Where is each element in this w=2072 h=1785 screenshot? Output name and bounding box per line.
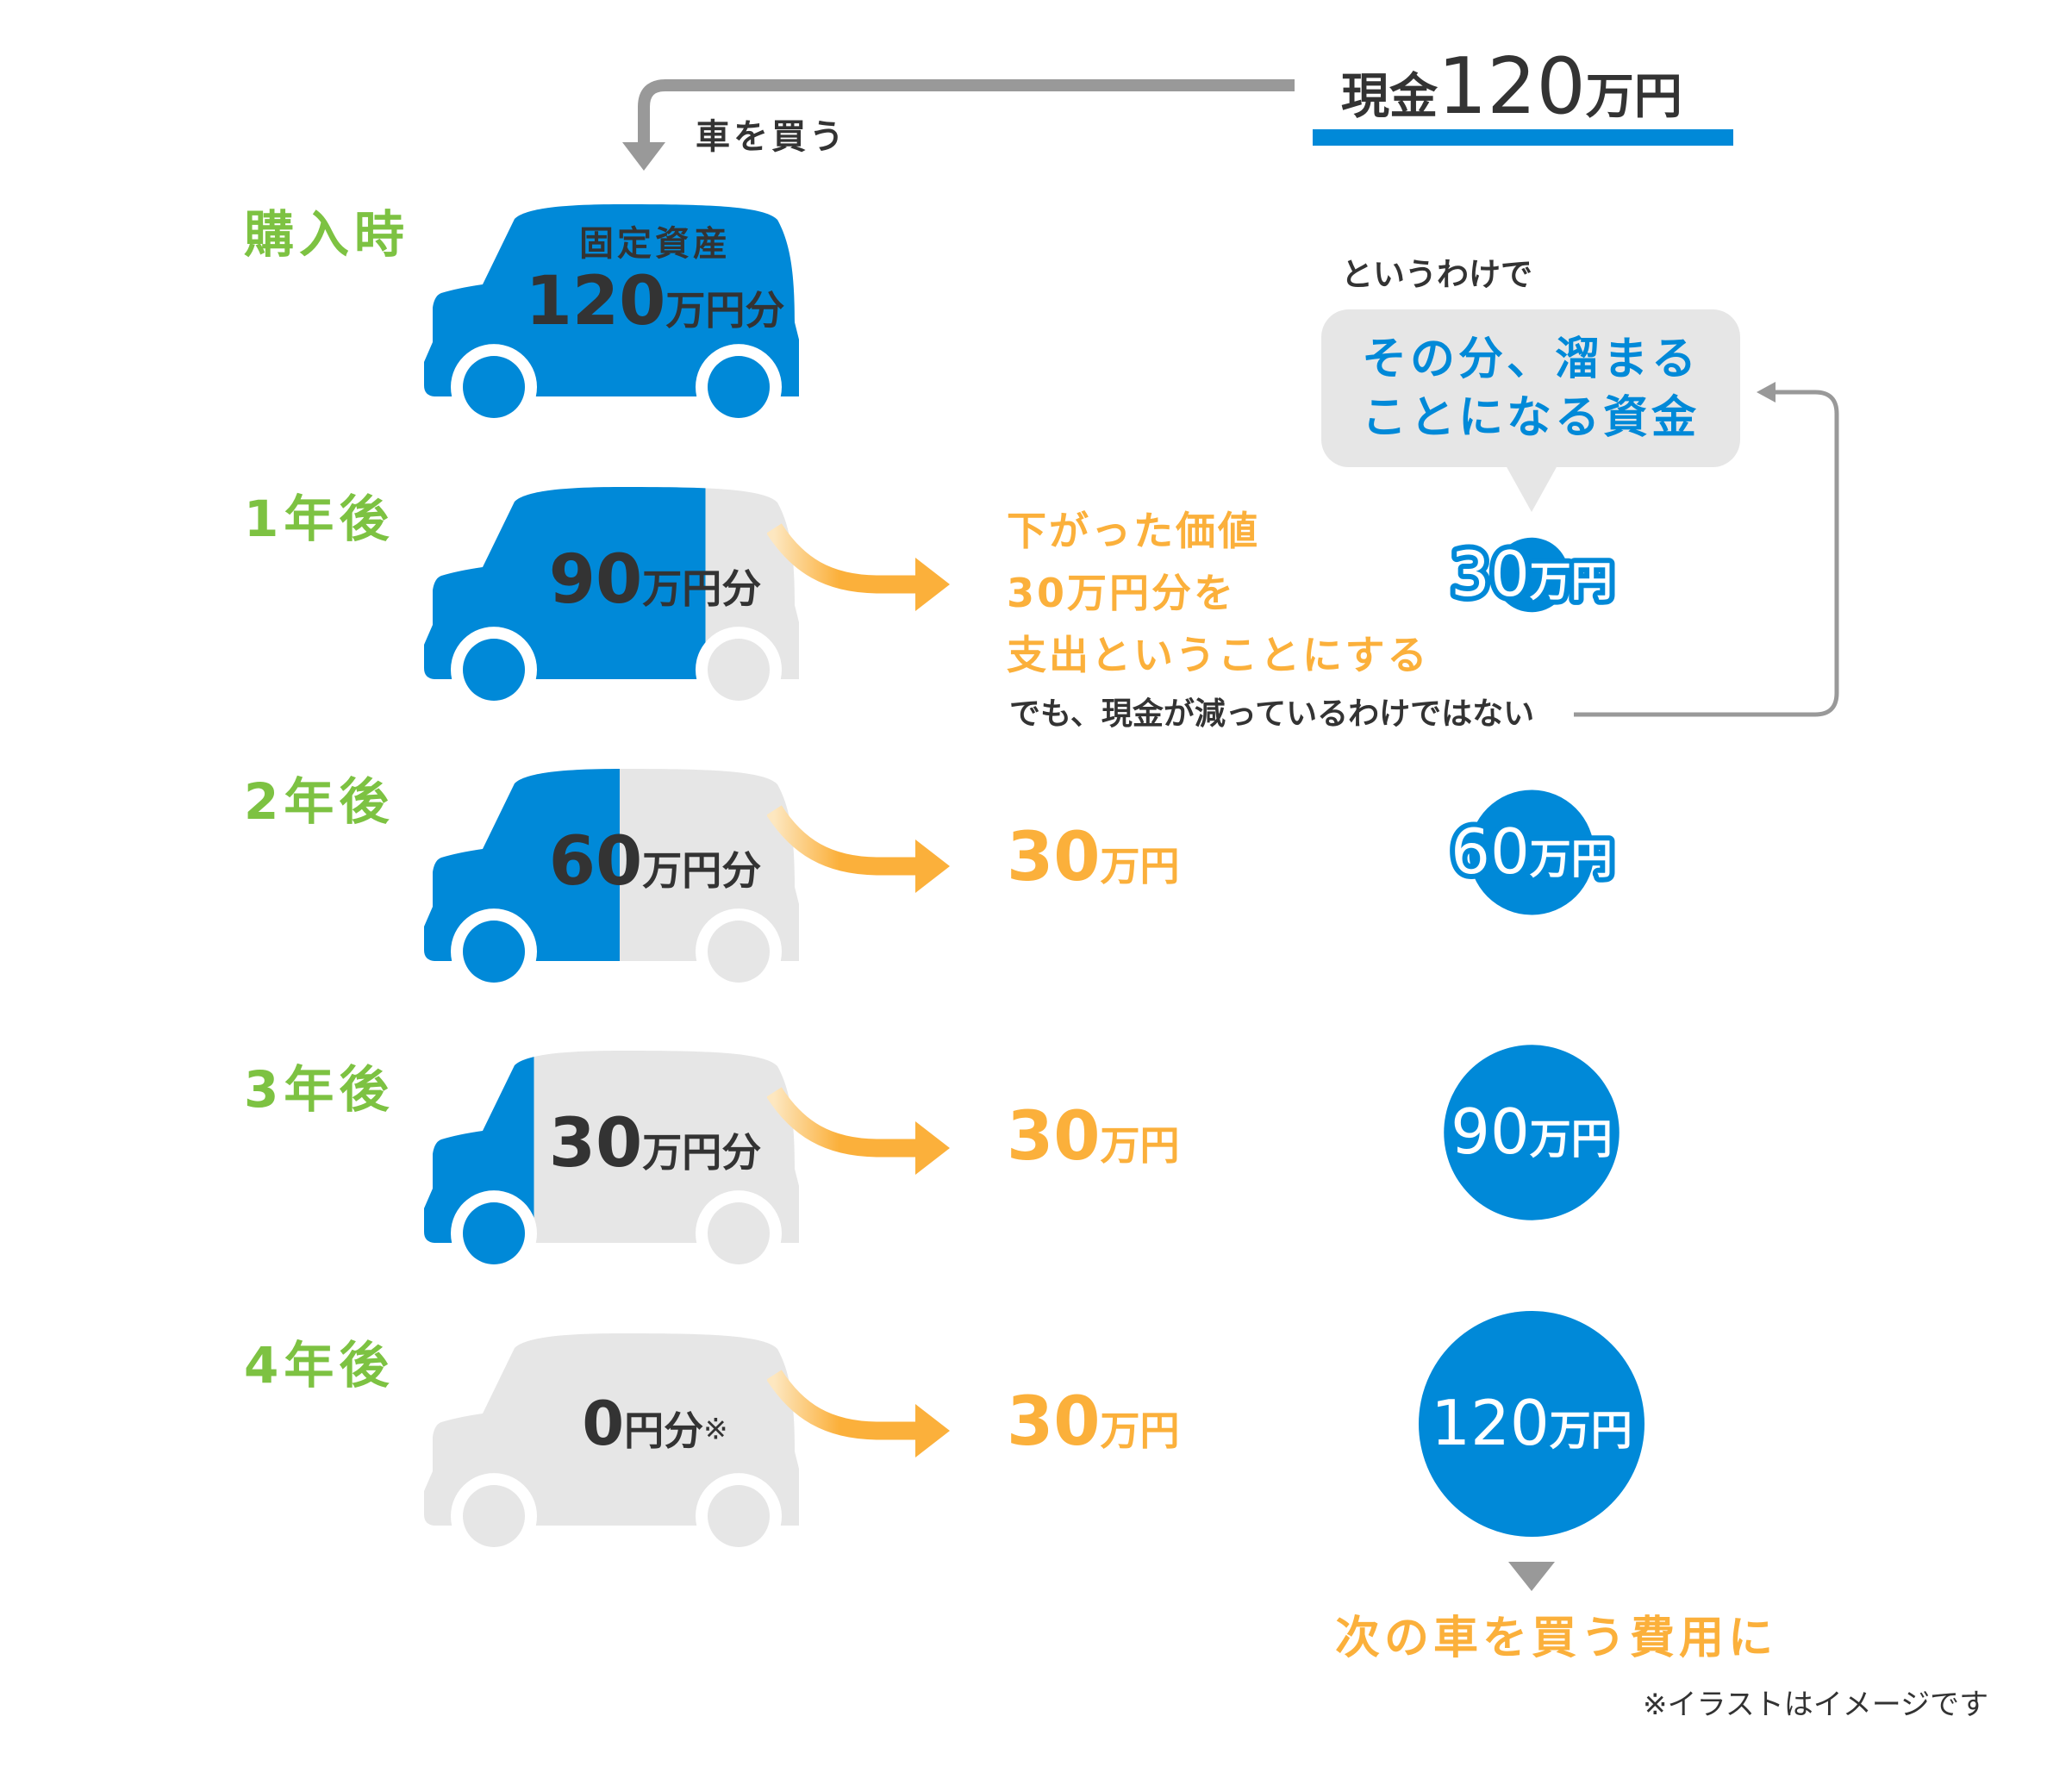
cash-prefix: 現金	[1341, 69, 1438, 125]
savings-unit: 万円	[1530, 835, 1613, 883]
row-label-year3: 3年後	[244, 1060, 395, 1119]
car-value-number: 0	[582, 1389, 625, 1459]
expense-line: 支出ということにする	[1007, 632, 1430, 678]
car-value: 60万円分	[448, 823, 862, 919]
expense-amount: 30万円	[1007, 819, 1180, 914]
savings-circle	[1444, 1045, 1620, 1220]
buy-car-label: 車を買う	[696, 117, 847, 157]
expense-unit: 万円	[1100, 843, 1180, 889]
expense-line: 下がった価値	[1007, 508, 1260, 554]
expense-amount: 30万円	[1007, 1383, 1180, 1479]
expense-line: 30万円分を	[1007, 570, 1237, 616]
expense-number: 30	[1007, 819, 1101, 896]
savings-circle	[1494, 537, 1570, 613]
down-triangle-icon	[1508, 1562, 1555, 1591]
car-value-number: 60	[548, 823, 643, 901]
car-value: 120万円分	[448, 263, 862, 359]
savings-amount: 60万円	[1451, 815, 1613, 888]
savings-amount: 30万円	[1451, 538, 1613, 610]
expense-unit: 万円	[1100, 1407, 1180, 1454]
depreciation-arrow-icon	[767, 1087, 950, 1175]
car-caption: 固定資産	[579, 224, 731, 264]
savings-number: 60	[1451, 815, 1530, 888]
row-label-purchase: 購入時	[244, 205, 410, 264]
savings-amount: 90万円	[1451, 1095, 1613, 1168]
car-value: 30万円分	[448, 1105, 862, 1201]
row-label-year2: 2年後	[244, 772, 395, 831]
savings-circle	[1419, 1311, 1644, 1537]
cash-underline	[1313, 129, 1733, 146]
car-value-unit: 万円分	[642, 1129, 762, 1176]
row-label-year1: 1年後	[244, 490, 395, 548]
bubble-tail	[1506, 465, 1557, 512]
cash-not-decreasing-text: でも、現金が減っているわけではない	[1009, 696, 1535, 732]
savings-circle	[1469, 790, 1595, 915]
depreciation-arrow-icon	[767, 805, 950, 893]
car-value-number: 90	[548, 541, 643, 619]
expense-number: 30	[1007, 1383, 1101, 1461]
car-value-unit: 円分	[624, 1407, 704, 1454]
cash-unit: 万円	[1585, 69, 1682, 125]
car-value-unit: 万円分	[642, 565, 762, 612]
car-value-unit: 万円分	[665, 287, 785, 334]
expense-explanation: 下がった価値 30万円分を 支出ということにする	[1007, 500, 1429, 686]
savings-number: 30	[1451, 538, 1530, 610]
savings-number: 120	[1431, 1387, 1549, 1459]
savings-unit: 万円	[1530, 558, 1613, 606]
next-car-text: 次の車を買う費用に	[1335, 1613, 1778, 1664]
note-mark: ※	[703, 1412, 728, 1447]
savings-number: 90	[1451, 1095, 1530, 1168]
car-value-unit: 万円分	[642, 847, 762, 894]
depreciation-arrow-icon	[767, 523, 950, 611]
expense-amount: 30万円	[1007, 1098, 1180, 1194]
savings-amount: 120万円	[1431, 1387, 1632, 1459]
car-value: 90万円分	[448, 541, 862, 637]
car-value-number: 30	[548, 1105, 643, 1183]
expense-number: 30	[1007, 1098, 1101, 1176]
car-value-number: 120	[525, 263, 666, 340]
expense-unit: 万円	[1100, 1122, 1180, 1169]
cash-total: 現金 120 万円	[1341, 41, 1682, 132]
row-label-year4: 4年後	[244, 1336, 395, 1395]
savings-unit: 万円	[1550, 1407, 1632, 1455]
depreciation-arrow-icon	[767, 1370, 950, 1457]
so-text: というわけで	[1341, 256, 1532, 293]
savings-unit: 万円	[1530, 1115, 1613, 1164]
speech-bubble: その分、溜まる ことになる資金	[1321, 309, 1740, 467]
return-arrow	[1574, 382, 1839, 717]
bubble-line: その分、溜まる	[1361, 334, 1700, 385]
car-value: 0円分※	[448, 1385, 862, 1479]
disclaimer: ※イラストはイメージです	[1643, 1688, 1989, 1722]
buy-car-arrow	[622, 79, 1295, 171]
cash-number: 120	[1438, 41, 1586, 132]
bubble-line: ことになる資金	[1361, 392, 1700, 444]
